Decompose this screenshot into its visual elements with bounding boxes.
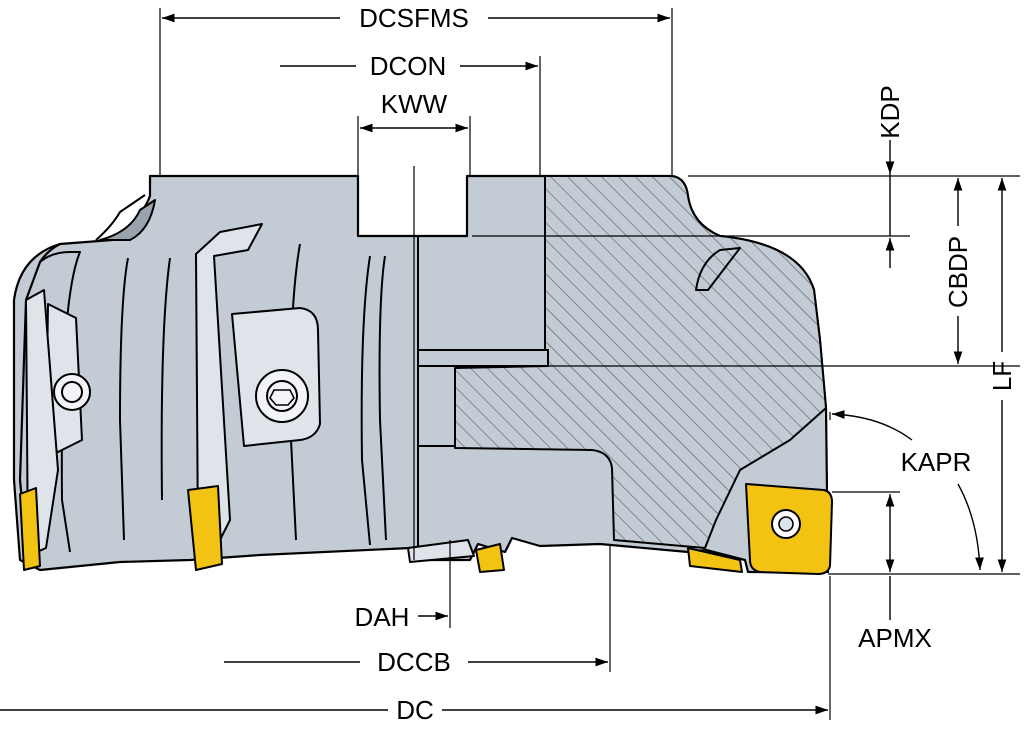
label-lf: LF	[987, 361, 1017, 391]
dim-dcon: DCON	[280, 51, 541, 176]
label-cbdp: CBDP	[943, 236, 973, 308]
label-dcon: DCON	[370, 51, 447, 81]
body-cross-section	[454, 175, 827, 549]
label-kdp: KDP	[875, 85, 905, 138]
insert-main	[745, 483, 833, 575]
screw-center	[255, 369, 309, 423]
label-kapr: KAPR	[901, 447, 972, 477]
insert-bottom	[475, 543, 505, 573]
dim-kapr: KAPR	[829, 410, 984, 571]
dim-cbdp: CBDP	[548, 178, 1020, 367]
dim-lf: LF	[828, 178, 1020, 575]
dim-dcsfms: DCSFMS	[159, 3, 673, 176]
label-dcsfms: DCSFMS	[359, 3, 469, 33]
label-dccb: DCCB	[377, 647, 451, 677]
dim-kdp: KDP	[472, 85, 1020, 268]
cutter-body	[12, 174, 833, 575]
label-dc: DC	[396, 695, 434, 725]
dim-dah: DAH	[355, 166, 451, 632]
insert-center	[187, 485, 223, 571]
insert-bottom-right	[687, 547, 743, 573]
dim-apmx: APMX	[832, 491, 932, 653]
dim-dccb: DCCB	[224, 546, 611, 677]
screw-left	[53, 373, 91, 411]
insert-left	[19, 487, 41, 571]
label-dah: DAH	[355, 602, 410, 632]
dim-dc: DC	[0, 576, 831, 725]
dim-kww: KWW	[357, 89, 471, 176]
label-kww: KWW	[381, 89, 448, 119]
label-apmx: APMX	[858, 623, 932, 653]
